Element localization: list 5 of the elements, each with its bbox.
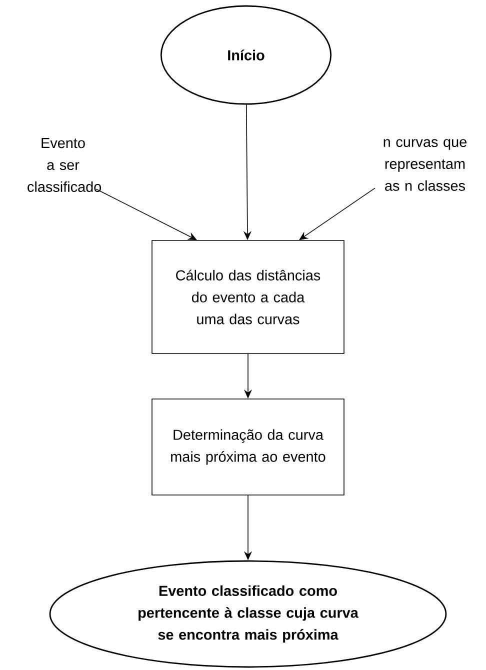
input-text: n curvas que representam as n classes [384, 139, 466, 191]
input-text: Evento a ser classificado [28, 138, 102, 192]
process-box: Determinação da curva mais próxima ao evento [152, 398, 344, 496]
arrow [96, 188, 197, 240]
process-box: Cálculo das distâncias do evento a cada uma das curvas [152, 240, 344, 354]
